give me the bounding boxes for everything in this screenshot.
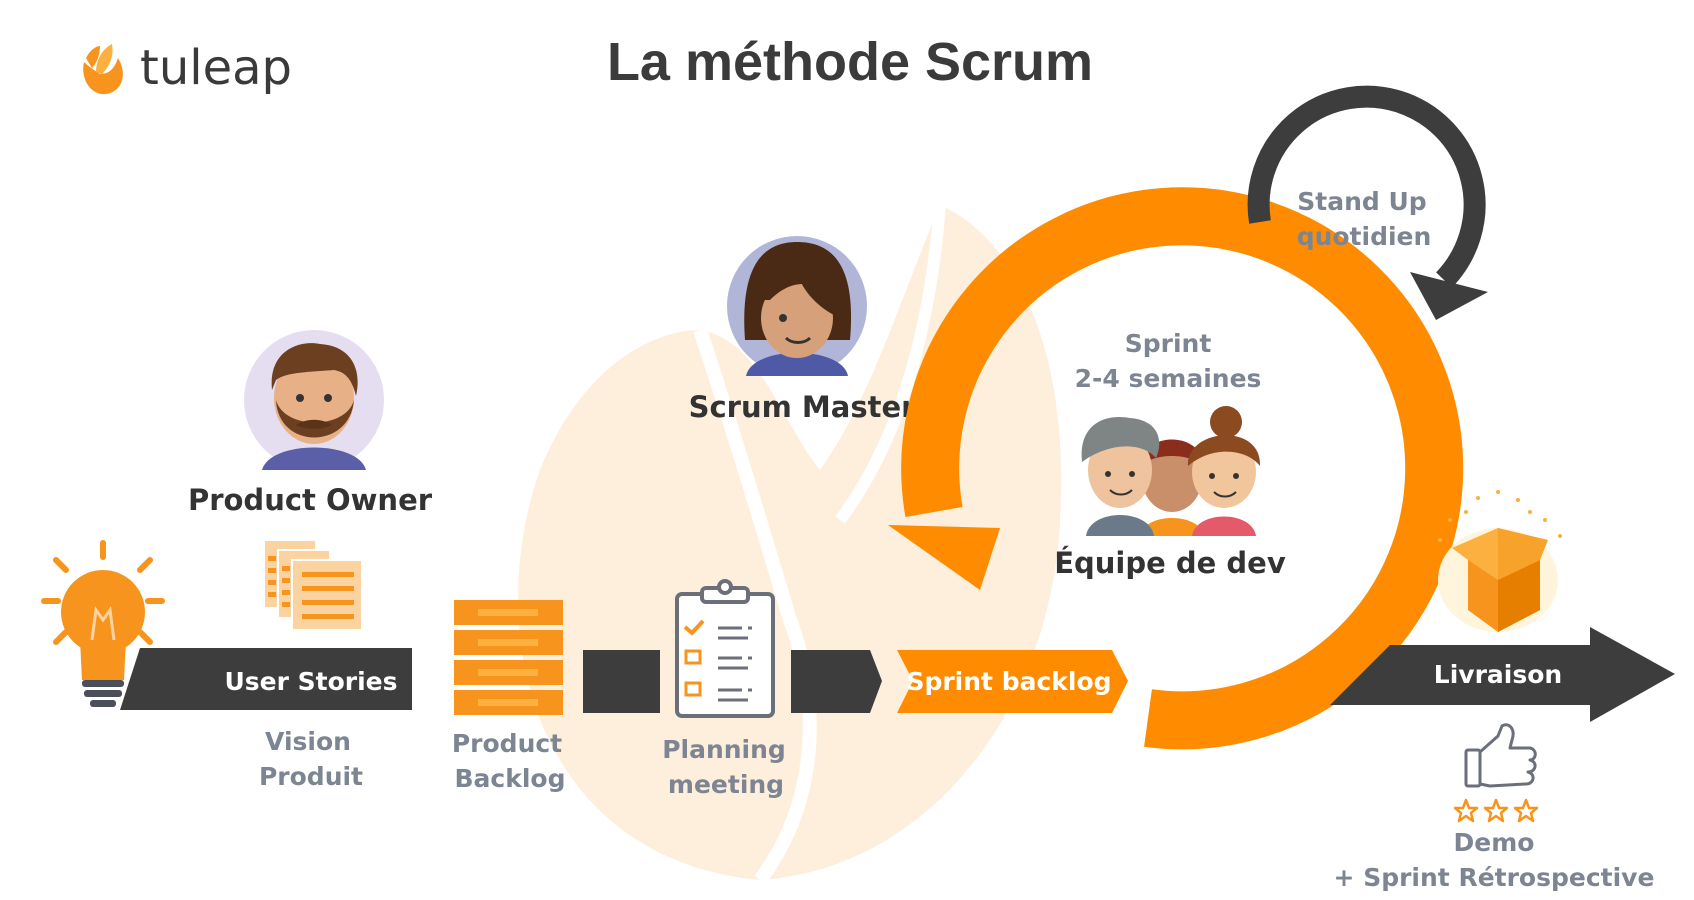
user-stories-bar: User Stories <box>120 648 412 710</box>
product-owner-avatar <box>244 330 384 470</box>
sprint-cycle-arrow <box>888 187 1464 750</box>
thumbs-up-icon <box>1464 723 1537 788</box>
standup-cycle-arrow <box>1247 85 1488 320</box>
logo-text: tuleap <box>140 40 292 96</box>
sprint-backlog-label: Sprint backlog <box>906 667 1111 696</box>
planning-caption-line2: meeting <box>668 770 784 799</box>
vision-caption-line1: Vision <box>265 727 351 756</box>
star-icon <box>1453 798 1479 823</box>
gift-box-icon <box>1438 490 1562 632</box>
product-backlog-caption-line2: Backlog <box>454 764 565 793</box>
page-title: La méthode Scrum <box>607 32 1093 92</box>
demo-caption-line2: + Sprint Rétrospective <box>1334 863 1655 892</box>
rating-stars <box>1453 798 1539 823</box>
standup-caption-line2: quotidien <box>1297 222 1432 251</box>
documents-icon <box>263 539 363 631</box>
tulip-icon <box>83 44 123 95</box>
planning-caption-line1: Planning <box>662 735 786 764</box>
star-icon <box>1513 798 1539 823</box>
dev-team-label: Équipe de dev <box>1054 546 1286 580</box>
sprint-caption-line1: Sprint <box>1125 329 1212 358</box>
sprint-backlog-bar: Sprint backlog <box>897 650 1128 713</box>
lightbulb-icon <box>41 540 165 707</box>
scrum-master-avatar <box>727 236 867 376</box>
scrum-master-label: Scrum Master <box>689 390 917 424</box>
delivery-bar: Livraison <box>1330 627 1675 722</box>
clipboard-icon <box>675 579 775 718</box>
flow-arrow <box>791 650 882 713</box>
dev-team-icon <box>1081 406 1261 536</box>
product-backlog-caption-line1: Product <box>452 729 562 758</box>
sprint-caption-line2: 2-4 semaines <box>1075 364 1262 393</box>
flow-connector <box>583 650 660 713</box>
user-stories-label: User Stories <box>224 667 397 696</box>
standup-caption-line1: Stand Up <box>1297 187 1426 216</box>
delivery-label: Livraison <box>1434 660 1562 689</box>
product-backlog-icon <box>454 600 563 715</box>
tuleap-logo[interactable]: tuleap <box>83 40 292 96</box>
demo-caption-line1: Demo <box>1454 828 1535 857</box>
product-owner-label: Product Owner <box>188 483 433 517</box>
star-icon <box>1483 798 1509 823</box>
vision-caption-line2: Produit <box>259 762 363 791</box>
